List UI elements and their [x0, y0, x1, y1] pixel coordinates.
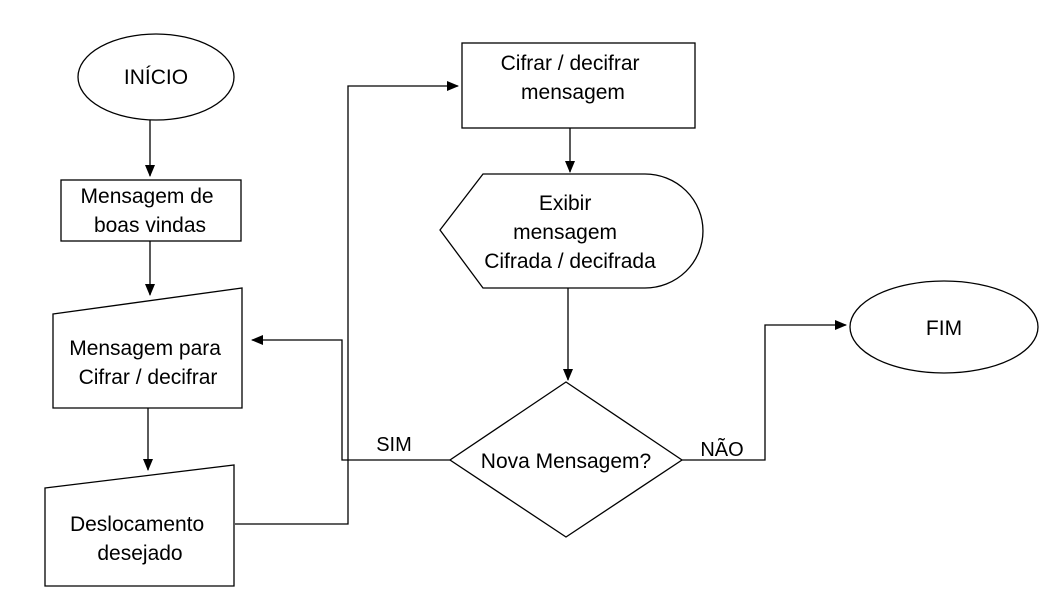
input-shift-label: Deslocamento desejado — [70, 513, 210, 565]
input-shift-shape — [44, 464, 235, 587]
cipher-process-box — [461, 42, 696, 129]
end-label-line-1: FIM — [926, 317, 962, 340]
cipher-label-line-1: Cifrar / decifrar — [501, 52, 640, 75]
display-label: Exibir mensagem Cifrada / decifrada — [484, 192, 656, 273]
input-message-label-line-1: Mensagem para — [69, 337, 221, 360]
cipher-label: Cifrar / decifrar mensagem — [501, 52, 646, 104]
welcome-label-line-1: Mensagem de — [81, 185, 214, 208]
input-shift-label-line-2: desejado — [97, 542, 182, 565]
decision-diamond — [448, 381, 684, 538]
connector-deslocamento-to-cifrar — [235, 81, 459, 525]
input-message-shape — [52, 287, 243, 409]
decision-label: Nova Mensagem? — [481, 450, 651, 473]
welcome-label-line-2: boas vindas — [94, 214, 206, 237]
decision-label-line-1: Nova Mensagem? — [481, 450, 651, 473]
start-label: INÍCIO — [124, 66, 188, 89]
display-label-line-3: Cifrada / decifrada — [484, 250, 656, 273]
display-label-line-2: mensagem — [513, 221, 617, 244]
end-label: FIM — [926, 317, 962, 340]
welcome-label: Mensagem de boas vindas — [81, 185, 220, 237]
welcome-process-box — [60, 179, 242, 242]
end-terminal — [849, 280, 1039, 374]
cipher-label-line-2: mensagem — [521, 81, 625, 104]
edge-label-nao: NÃO — [700, 437, 743, 461]
edge-label-sim: SIM — [376, 434, 412, 456]
input-message-label-line-2: Cifrar / decifrar — [79, 366, 218, 389]
input-message-label: Mensagem para Cifrar / decifrar — [69, 337, 227, 389]
connector-decisao-sim — [251, 335, 450, 461]
display-label-line-1: Exibir — [539, 192, 592, 215]
input-shift-label-line-1: Deslocamento — [70, 513, 204, 536]
display-output-shape — [439, 173, 704, 289]
start-terminal — [77, 33, 235, 121]
start-label-line-1: INÍCIO — [124, 66, 188, 89]
connector-decisao-nao — [682, 320, 847, 461]
